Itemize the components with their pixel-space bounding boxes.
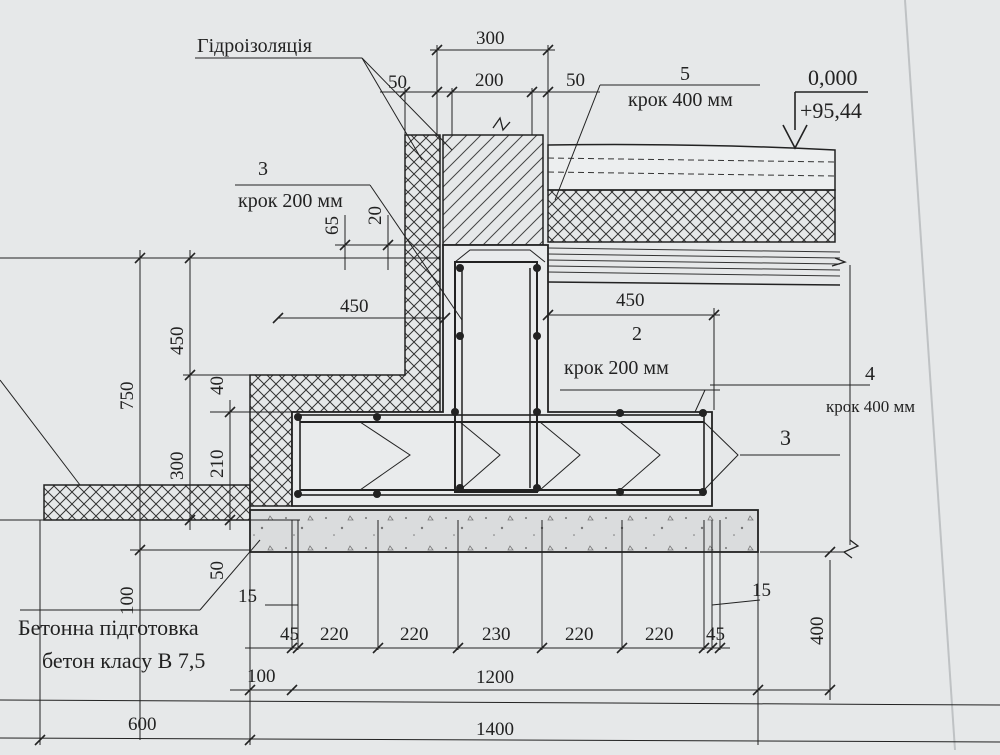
label-item5-number: 5 [680, 63, 690, 85]
dim-450-vertical: 450 [167, 327, 188, 356]
dim-50-left: 50 [388, 72, 407, 93]
dim-220-2: 220 [400, 624, 429, 645]
label-concrete-prep-line1: Бетонна підготовка [18, 615, 199, 640]
dimension-lines [0, 45, 1000, 745]
dim-220-3: 220 [565, 624, 594, 645]
label-item3-number: 3 [258, 158, 268, 180]
rebar-dots [294, 264, 707, 498]
floor-build-up [547, 143, 841, 286]
dim-210: 210 [207, 450, 228, 479]
concrete-texture [250, 510, 758, 552]
dim-200: 200 [475, 70, 504, 91]
dim-230: 230 [482, 624, 511, 645]
break-marks [831, 257, 860, 559]
dim-1200: 1200 [476, 667, 514, 688]
label-item2-number: 2 [632, 323, 642, 345]
label-item3b-number: 3 [780, 425, 791, 450]
label-waterproofing: Гідроізоляція [197, 35, 312, 57]
dim-220-4: 220 [645, 624, 674, 645]
label-item2-step: крок 200 мм [564, 357, 669, 379]
dim-100-vertical: 100 [117, 587, 138, 616]
label-item5-step: крок 400 мм [628, 89, 733, 111]
dim-450-left: 450 [340, 296, 369, 317]
label-item3-step: крок 200 мм [238, 190, 343, 212]
dim-20: 20 [365, 206, 386, 225]
leader-lines [0, 57, 840, 611]
wall-break-line [492, 116, 511, 132]
dim-65: 65 [322, 216, 343, 235]
insulation-slab [43, 484, 251, 521]
dim-50-vertical: 50 [207, 561, 228, 580]
level-absolute: +95,44 [800, 98, 862, 123]
dim-450-right: 450 [616, 290, 645, 311]
dim-220-1: 220 [320, 624, 349, 645]
dim-1400: 1400 [476, 719, 514, 740]
dim-600: 600 [128, 714, 157, 735]
foundation-concrete [291, 244, 713, 507]
dim-300: 300 [476, 28, 505, 49]
level-zero: 0,000 [808, 65, 858, 90]
dimension-ticks [34, 44, 836, 746]
dim-100-horizontal: 100 [247, 666, 276, 687]
wall-masonry [442, 134, 544, 246]
label-item4-step: крок 400 мм [826, 397, 915, 416]
dim-750: 750 [117, 382, 138, 411]
dim-15-right: 15 [752, 580, 771, 601]
dim-45-left: 45 [280, 624, 299, 645]
reinforcement-cage [299, 249, 739, 496]
dim-300-vertical: 300 [167, 452, 188, 481]
dim-40: 40 [207, 376, 228, 395]
elevation-marker [782, 91, 868, 150]
page-fold [904, 0, 956, 751]
dim-50-right: 50 [566, 70, 585, 91]
dim-15-left: 15 [238, 586, 257, 607]
label-concrete-prep-line2: бетон класу В 7,5 [42, 648, 205, 673]
dim-400-vertical: 400 [807, 617, 828, 646]
label-item4-number: 4 [865, 363, 875, 385]
dim-45-right: 45 [706, 624, 725, 645]
